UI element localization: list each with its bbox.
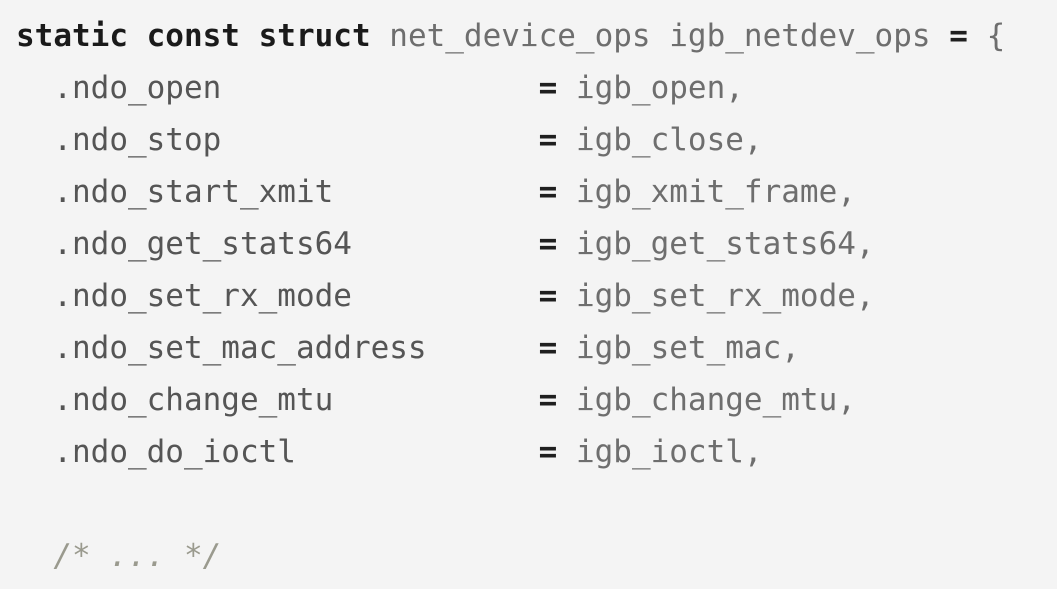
type-net-device-ops: net_device_ops [389,18,651,54]
padding [296,434,539,470]
padding [221,122,538,158]
padding [221,70,538,106]
space [557,70,576,106]
code-line-declaration: static const struct net_device_ops igb_n… [16,10,1057,62]
indent [16,538,53,574]
indent [16,330,53,366]
open-brace: { [986,18,1006,54]
field-value: igb_close, [575,122,763,158]
code-line-field: .ndo_start_xmit = igb_xmit_frame, [16,166,1057,218]
indent [16,278,53,314]
assignment-operator: = [538,330,558,366]
space [557,226,576,262]
assignment-operator: = [538,70,558,106]
code-line-field: .ndo_get_stats64 = igb_get_stats64, [16,218,1057,270]
field-name: .ndo_set_mac_address [53,330,427,366]
indent [16,70,53,106]
comment-ellipsis: /* ... */ [53,538,222,574]
indent [16,122,53,158]
assignment-operator: = [538,434,558,470]
space [557,330,576,366]
space [557,434,576,470]
field-value: igb_set_mac, [575,330,800,366]
padding [333,174,538,210]
code-line-field: .ndo_set_rx_mode = igb_set_rx_mode, [16,270,1057,322]
field-name: .ndo_do_ioctl [53,434,296,470]
field-value: igb_xmit_frame, [575,174,856,210]
assignment-operator: = [538,226,558,262]
space [557,382,576,418]
code-line-field: .ndo_open = igb_open, [16,62,1057,114]
indent [16,226,53,262]
assignment-operator: = [949,18,968,54]
padding [352,278,539,314]
field-name: .ndo_stop [53,122,222,158]
assignment-operator: = [538,122,558,158]
field-value: igb_change_mtu, [575,382,856,418]
assignment-operator: = [538,278,558,314]
space [968,18,987,54]
field-value: igb_set_rx_mode, [575,278,875,314]
padding [352,226,539,262]
space [557,278,576,314]
code-line-field: .ndo_stop = igb_close, [16,114,1057,166]
space [651,18,670,54]
field-name: .ndo_set_rx_mode [53,278,352,314]
keyword-static-const-struct: static const struct [16,18,371,54]
code-line-field: .ndo_change_mtu = igb_change_mtu, [16,374,1057,426]
padding [427,330,539,366]
indent [16,382,53,418]
field-value: igb_get_stats64, [575,226,875,262]
field-value: igb_ioctl, [575,434,763,470]
padding [333,382,538,418]
indent [16,434,53,470]
field-name: .ndo_change_mtu [53,382,334,418]
space [557,174,576,210]
field-value: igb_open, [575,70,744,106]
indent [16,174,53,210]
space [557,122,576,158]
identifier-igb-netdev-ops: igb_netdev_ops [669,18,931,54]
field-name: .ndo_get_stats64 [53,226,352,262]
assignment-operator: = [538,382,558,418]
code-line-blank [16,478,1057,530]
code-line-comment: /* ... */ [16,530,1057,582]
space [371,18,390,54]
assignment-operator: = [538,174,558,210]
code-line-field: .ndo_set_mac_address = igb_set_mac, [16,322,1057,374]
code-line-field: .ndo_do_ioctl = igb_ioctl, [16,426,1057,478]
field-name: .ndo_open [53,70,222,106]
space [931,18,950,54]
field-name: .ndo_start_xmit [53,174,334,210]
